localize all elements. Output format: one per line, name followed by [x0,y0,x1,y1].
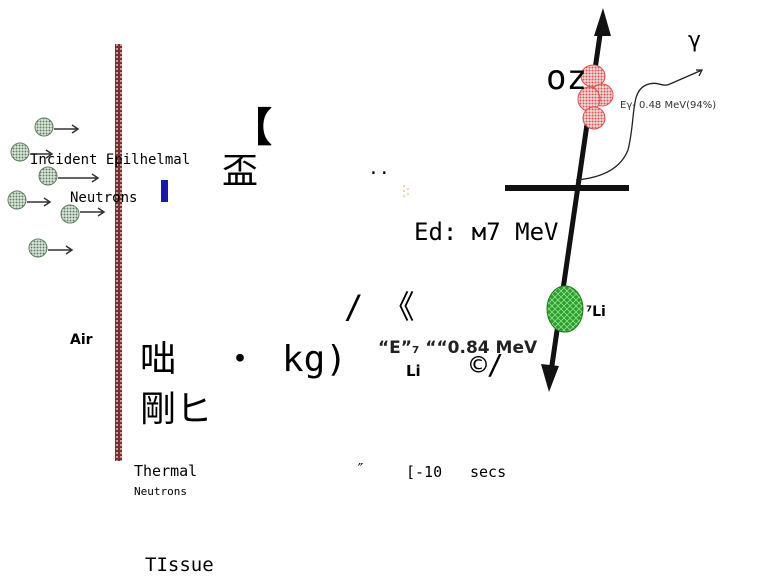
oz-label: oz [546,58,587,98]
garbled-char-2: ・ [222,339,259,380]
gamma-energy-label: Eγ- 0.48 MeV(94%) [620,100,717,111]
gamma-emission-curve [575,82,671,181]
li7-label: ⁷Li [586,304,606,320]
tissue-wall [115,44,122,461]
e7li-energy-label: “E”₇ ““0.84 MeV [378,338,538,358]
neutron-particle [28,238,74,258]
ed-energy-label: Ed: м7 MeV [414,218,559,246]
alpha-nucleus [577,64,614,130]
incident-label-line1: Incident Epilhelmal [30,152,191,168]
incident-label-line2: Neutrons [70,190,138,206]
neutron-particle [34,117,80,137]
neutron-particle [10,142,54,162]
neutron-particle [60,204,106,224]
thermal-label-line2: Neutrons [134,485,187,498]
neutron-particle [38,166,100,186]
gamma-arrow-icon [669,69,704,85]
energy-level-bar [505,185,629,191]
time-quote-mark: ″ [356,460,366,478]
cjk-glyph: 盃 [222,151,259,192]
garbled-line-2: 剛ヒ [140,389,213,430]
copyright-glyph: ©/ [470,348,504,381]
bracket-glyph: 【 [232,105,272,151]
blue-marker [161,180,168,202]
time-unit: secs [470,463,507,481]
axis-arrow-down-icon [541,364,559,392]
time-value: [-10 [406,463,443,481]
axis-arrow-up-icon [594,8,611,36]
slash-glyphs: / 《 [344,288,415,326]
dots-mark: .. [368,158,390,179]
garbled-kg: kg) [282,339,348,380]
tissue-label: TIssue [145,554,214,576]
garbled-char-1: 咄 [140,339,177,380]
faint-dots [403,185,409,197]
air-label: Air [70,332,93,348]
thermal-label-line1: Thermal [134,462,198,480]
li-subscript-label: Li [406,362,421,380]
li7-nucleus [546,285,584,333]
neutron-particle [7,190,52,210]
gamma-symbol: γ [688,28,702,53]
